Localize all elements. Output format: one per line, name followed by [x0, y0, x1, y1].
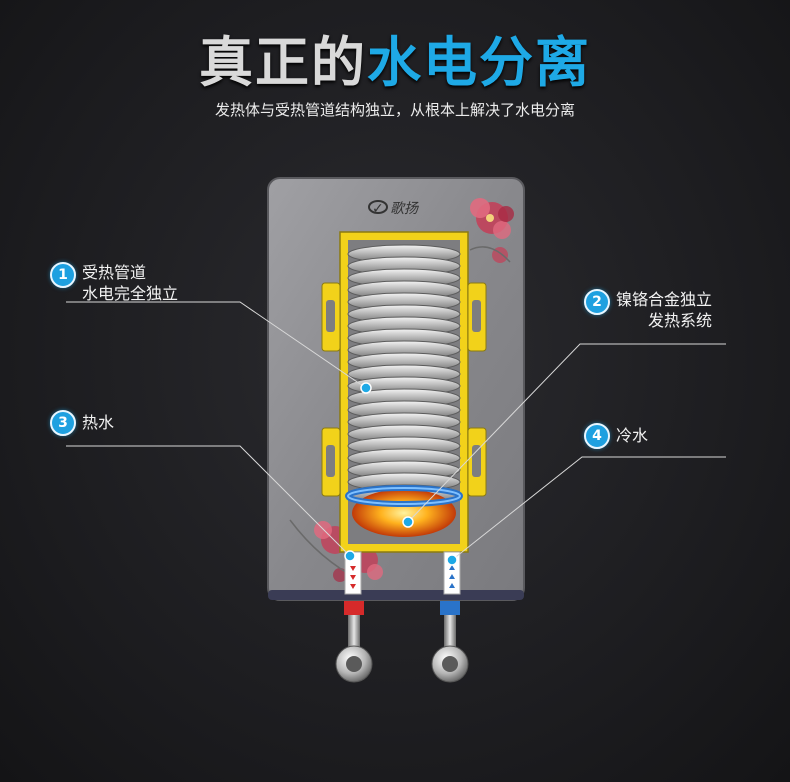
callout-number-4: 4 — [584, 423, 610, 449]
callout-1-line1: 受热管道 — [82, 263, 147, 282]
leader-line-4 — [451, 456, 726, 561]
callout-2-line2: 发热系统 — [648, 311, 713, 330]
callout-number-1: 1 — [50, 262, 76, 288]
heating-coil — [347, 244, 461, 504]
callout-3-line1: 热水 — [82, 413, 115, 432]
target-dot-4 — [446, 554, 458, 566]
leader-targets — [344, 382, 458, 566]
headline: 真正的水电分离 — [0, 28, 790, 98]
leader-lines — [66, 301, 726, 561]
hot-water-fitting — [335, 601, 373, 683]
subtitle: 发热体与受热管道结构独立，从根本上解决了水电分离 — [214, 101, 575, 119]
brand-logo: ✓ 歌扬 — [368, 200, 420, 217]
callout-number-3: 3 — [50, 410, 76, 436]
callout-1-line2: 水电完全独立 — [82, 284, 179, 303]
callout-label-2: 镍铬合金独立 发热系统 — [616, 289, 712, 331]
brand-mark: ✓ — [372, 201, 384, 217]
callout-label-3: 热水 — [82, 412, 114, 433]
heating-element — [345, 485, 463, 537]
cold-water-fitting — [431, 601, 469, 683]
callout-2-line1: 镍铬合金独立 — [616, 290, 713, 309]
brand-name: 歌扬 — [390, 201, 420, 217]
hot-water-pipe — [344, 551, 362, 595]
heater-panel-bottom-edge — [268, 590, 524, 600]
headline-part1: 真正的 — [199, 31, 367, 94]
callout-number-2: 2 — [584, 289, 610, 315]
target-dot-3 — [344, 550, 356, 562]
headline-part2: 水电分离 — [367, 31, 591, 94]
flower-top-right — [469, 198, 514, 263]
leader-line-1 — [66, 301, 367, 389]
target-dot-1 — [360, 382, 372, 394]
callout-label-4: 冷水 — [616, 425, 648, 446]
callout-label-1: 受热管道 水电完全独立 — [82, 262, 178, 304]
target-dot-2 — [402, 516, 414, 528]
callout-4-line1: 冷水 — [616, 426, 649, 445]
leader-line-2 — [407, 343, 726, 523]
leader-line-3 — [66, 445, 351, 557]
